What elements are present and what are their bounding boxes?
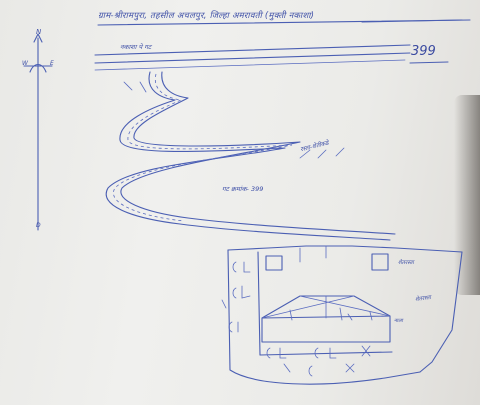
bracket-mark	[232, 285, 251, 299]
compass-north: N	[36, 28, 42, 36]
winding-track-inner	[120, 71, 396, 235]
small-room	[265, 255, 283, 271]
title-underline-2	[361, 19, 463, 23]
sub-heading: नकाशा पे गट	[120, 43, 152, 51]
plot-left-bottom-boundary	[227, 249, 421, 385]
plot-label: गट क्रमांक- 399	[222, 185, 264, 193]
plot-top-boundary	[227, 245, 463, 253]
inner-wall-bottom	[259, 351, 393, 356]
bracket-mark	[314, 347, 337, 359]
compass-east: E	[50, 60, 54, 67]
page-edge-shadow	[454, 95, 480, 295]
cross-mark	[361, 345, 371, 357]
small-room-right	[371, 253, 389, 271]
bracket-mark	[266, 347, 287, 359]
tick-mark	[139, 81, 147, 93]
inner-wall-left	[257, 251, 261, 356]
shed-body	[261, 315, 391, 343]
compass-west: W	[22, 60, 28, 67]
document-title: ग्राम-श्रीरामपुरा, तहसील अचलपुर, जिल्हा …	[98, 11, 315, 21]
compass-curl	[29, 63, 47, 73]
survey-number: 399	[411, 44, 436, 59]
tick-mark	[123, 81, 133, 91]
winding-track-outer	[105, 71, 391, 241]
shed-posts	[289, 307, 373, 321]
shed-mark	[347, 313, 353, 321]
winding-track-center	[113, 73, 293, 222]
compass-bottom: D	[36, 222, 41, 229]
bracket-mark	[232, 261, 251, 273]
bottom-marks	[283, 363, 355, 377]
road-line-2	[94, 52, 411, 64]
compass-arrow	[33, 33, 43, 43]
road-hatch	[299, 147, 345, 159]
number-underline	[409, 61, 449, 64]
road-line-3	[94, 59, 406, 71]
roof-truss	[261, 295, 391, 319]
plot-right-boundary	[419, 251, 463, 373]
road-line-1	[94, 44, 411, 56]
right-label: शेतरस्ता	[398, 260, 414, 266]
side-label: नाला	[394, 318, 403, 324]
bracket-mark	[221, 299, 239, 333]
